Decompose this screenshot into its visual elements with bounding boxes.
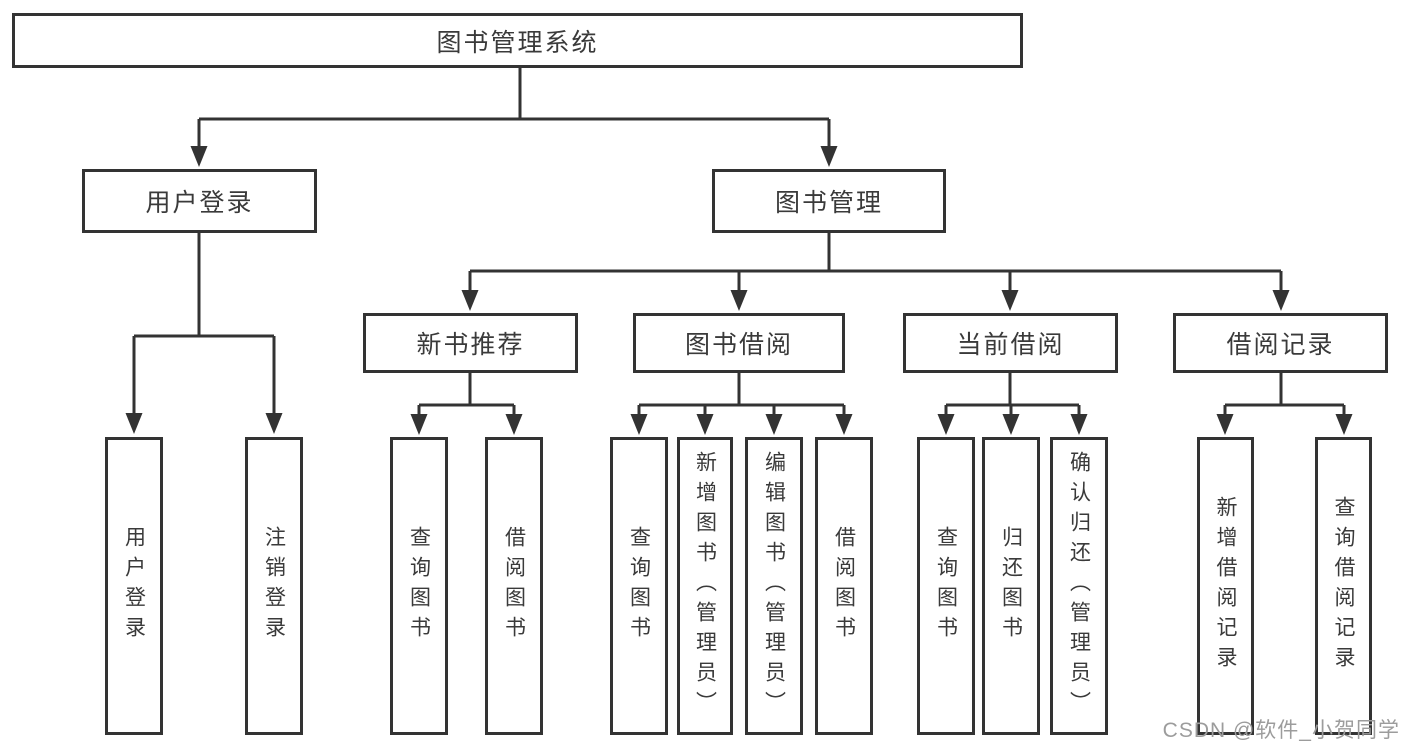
leaf-query-borrow-record: 查询借阅记录 xyxy=(1315,437,1372,735)
node-label: 查询图书 xyxy=(407,526,431,646)
node-label: 当前借阅 xyxy=(956,331,1065,359)
arrowheads-user-login xyxy=(125,413,283,434)
node-label: 查询借阅记录 xyxy=(1332,496,1355,676)
node-label: 图书管理系统 xyxy=(436,28,599,57)
leaf-logout: 注销登录 xyxy=(245,437,303,735)
node-user-login: 用户登录 xyxy=(82,169,317,233)
csdn-watermark: CSDN @软件_小贺同学 xyxy=(1162,719,1400,742)
connector-group-current-borrow xyxy=(944,373,1081,416)
node-label: 查询图书 xyxy=(934,526,958,646)
node-new-book-recommend: 新书推荐 xyxy=(363,313,578,373)
node-book-borrow: 图书借阅 xyxy=(633,313,845,373)
node-book-management: 图书管理 xyxy=(712,169,946,233)
leaf-add-borrow-record: 新增借阅记录 xyxy=(1197,437,1254,735)
node-label: 借阅记录 xyxy=(1226,331,1335,359)
node-label: 查询图书 xyxy=(627,526,651,646)
leaf-confirm-return-admin: 确认归还（管理员） xyxy=(1050,437,1108,735)
connector-group-user-login xyxy=(132,233,276,414)
leaf-return-book: 归还图书 xyxy=(982,437,1040,735)
node-label: 新增图书（管理员） xyxy=(693,451,717,721)
leaf-query-book-1: 查询图书 xyxy=(390,437,448,735)
arrowheads-leaves xyxy=(410,414,1353,435)
leaf-borrow-book-1: 借阅图书 xyxy=(485,437,543,735)
leaf-user-login: 用户登录 xyxy=(105,437,163,735)
leaf-edit-book-admin: 编辑图书（管理员） xyxy=(745,437,803,735)
connector-group-new-book xyxy=(417,373,516,416)
node-label: 归还图书 xyxy=(999,526,1023,646)
node-label: 借阅图书 xyxy=(832,526,856,646)
node-root-library-system: 图书管理系统 xyxy=(12,13,1023,68)
node-borrow-record: 借阅记录 xyxy=(1173,313,1388,373)
node-label: 图书管理 xyxy=(774,189,883,217)
node-label: 借阅图书 xyxy=(502,526,526,646)
connector-group-root xyxy=(197,68,831,150)
node-label: 新增借阅记录 xyxy=(1214,496,1237,676)
connector-group-borrow-record xyxy=(1223,373,1346,416)
connector-group-book-borrow xyxy=(637,373,846,416)
node-label: 注销登录 xyxy=(262,526,286,646)
node-label: 用户登录 xyxy=(122,526,146,646)
leaf-add-book-admin: 新增图书（管理员） xyxy=(677,437,733,735)
node-label: 图书借阅 xyxy=(684,331,793,359)
node-label: 新书推荐 xyxy=(416,331,525,359)
node-label: 用户登录 xyxy=(145,189,254,217)
leaf-query-book-2: 查询图书 xyxy=(610,437,668,735)
node-label: 编辑图书（管理员） xyxy=(762,451,786,721)
arrowheads-level3 xyxy=(461,290,1290,311)
connector-group-book-management xyxy=(468,233,1283,292)
leaf-query-book-3: 查询图书 xyxy=(917,437,975,735)
leaf-borrow-book-2: 借阅图书 xyxy=(815,437,873,735)
arrowheads-level2 xyxy=(190,146,838,167)
node-label: 确认归还（管理员） xyxy=(1067,451,1091,721)
node-current-borrow: 当前借阅 xyxy=(903,313,1118,373)
